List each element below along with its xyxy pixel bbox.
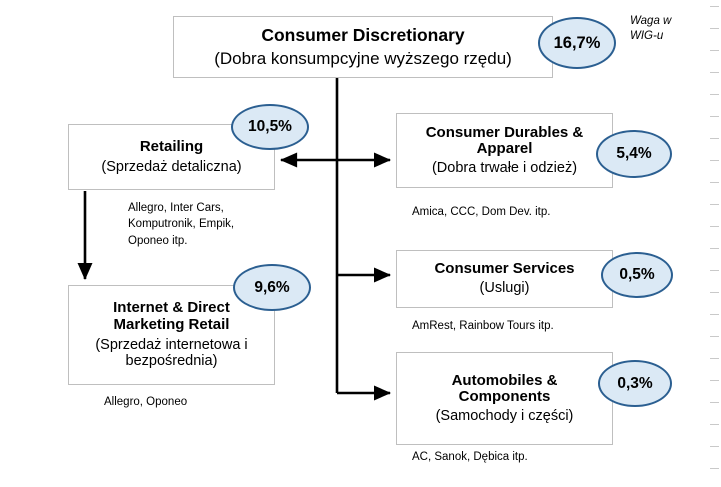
ruler-tick	[710, 248, 719, 249]
node-title: Consumer Discretionary	[261, 25, 465, 46]
node-title: Internet & Direct Marketing Retail	[113, 299, 230, 334]
ruler-tick	[710, 270, 719, 271]
ruler-tick	[710, 468, 719, 469]
ruler-tick	[710, 94, 719, 95]
node-title: Retailing	[139, 137, 204, 155]
weight-badge-consumer-services: 0,5%	[601, 252, 673, 298]
weight-badge-internet-direct-marketing-retail: 9,6%	[233, 264, 311, 311]
ruler-tick	[710, 182, 719, 183]
node-subtitle: (Sprzedaż detaliczna)	[101, 158, 242, 175]
ruler-tick	[710, 226, 719, 227]
ruler-tick	[710, 138, 719, 139]
ruler-tick	[710, 50, 719, 51]
ruler-tick	[710, 424, 719, 425]
node-title: Consumer Services	[434, 260, 575, 278]
node-internet-direct-marketing-retail[interactable]: Internet & Direct Marketing Retail (Sprz…	[68, 285, 275, 385]
node-subtitle: (Dobra konsumpcyjne wyższego rzędu)	[214, 48, 512, 68]
weight-badge-consumer-durables-apparel: 5,4%	[596, 130, 672, 178]
ruler-tick	[710, 336, 719, 337]
node-consumer-discretionary[interactable]: Consumer Discretionary (Dobra konsumpcyj…	[173, 16, 553, 78]
ruler-tick	[710, 160, 719, 161]
legend-weight-in-wig: Waga w WIG-u	[630, 15, 672, 43]
companies-internet-direct-marketing-retail: Allegro, Oponeo	[104, 396, 188, 408]
weight-badge-consumer-discretionary: 16,7%	[538, 17, 616, 69]
node-subtitle: (Samochody i części)	[435, 408, 574, 425]
ruler-tick	[710, 116, 719, 117]
companies-automobiles-components: AC, Sanok, Dębica itp.	[412, 451, 528, 463]
node-consumer-durables-apparel[interactable]: Consumer Durables & Apparel (Dobra trwał…	[396, 113, 613, 188]
weight-badge-retailing: 10,5%	[231, 104, 309, 150]
node-consumer-services[interactable]: Consumer Services (Uslugi)	[396, 250, 613, 308]
ruler-tick	[710, 204, 719, 205]
companies-retailing: Allegro, Inter Cars, Komputronik, Empik,…	[128, 202, 235, 247]
ruler-tick	[710, 292, 719, 293]
companies-consumer-services: AmRest, Rainbow Tours itp.	[412, 320, 554, 332]
ruler-tick	[710, 6, 719, 7]
ruler-tick	[710, 402, 719, 403]
node-subtitle: (Uslugi)	[479, 280, 530, 297]
node-title: Automobiles & Components	[451, 371, 558, 406]
node-subtitle: (Dobra trwałe i odzież)	[431, 160, 578, 177]
node-subtitle: (Sprzedaż internetowa i bezpośrednia)	[95, 337, 248, 370]
node-title: Consumer Durables & Apparel	[425, 123, 584, 158]
ruler-tick	[710, 380, 719, 381]
ruler-tick	[710, 358, 719, 359]
edge-ruler-ticks	[707, 0, 721, 487]
weight-badge-automobiles-components: 0,3%	[598, 360, 672, 407]
node-automobiles-components[interactable]: Automobiles & Components (Samochody i cz…	[396, 352, 613, 445]
ruler-tick	[710, 446, 719, 447]
companies-consumer-durables-apparel: Amica, CCC, Dom Dev. itp.	[412, 206, 551, 218]
ruler-tick	[710, 314, 719, 315]
ruler-tick	[710, 72, 719, 73]
ruler-tick	[710, 28, 719, 29]
